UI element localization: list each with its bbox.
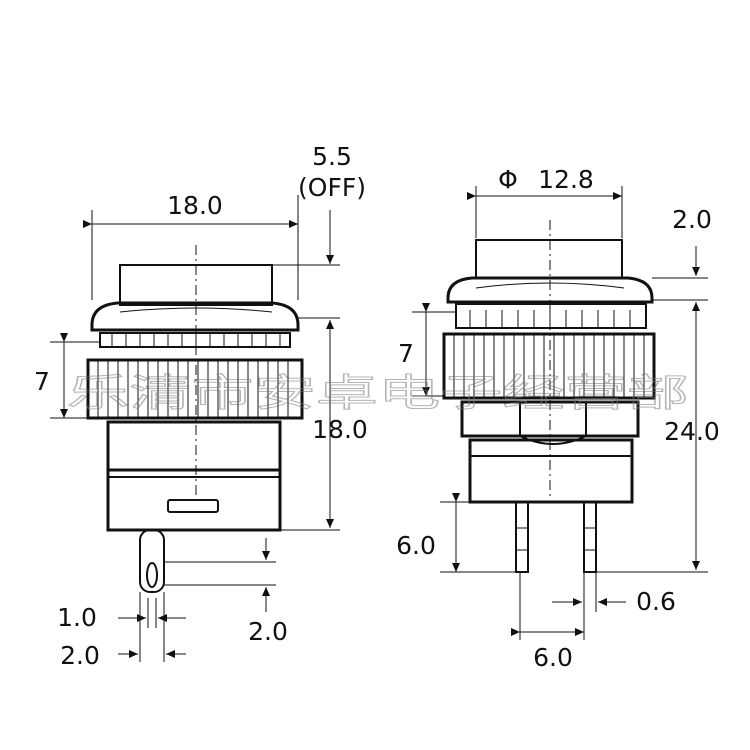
right-diameter-symbol: Φ — [498, 165, 518, 194]
right-pin-right — [583, 501, 597, 573]
left-slot — [167, 499, 219, 513]
right-pin-pitch-label: 6.0 — [533, 643, 573, 672]
right-cap — [475, 239, 623, 279]
right-hex-nut — [460, 400, 640, 438]
left-width-label: 18.0 — [167, 191, 223, 220]
right-pin-length-label: 6.0 — [396, 531, 436, 560]
left-side-view: 18.0 5.5 (OFF) 7 18.0 2.0 1.0 2.0 — [34, 142, 368, 670]
right-bezel — [446, 276, 654, 304]
left-knurled-nut — [86, 358, 304, 420]
right-knurl-height-label: 7 — [398, 339, 414, 368]
left-pin-width-label: 1.0 — [57, 603, 97, 632]
right-front-view: Φ 12.8 2.0 24.0 7 6.0 0.6 6.0 — [396, 165, 720, 672]
left-pin-spacing-label: 2.0 — [60, 641, 100, 670]
right-total-height-label: 24.0 — [664, 417, 720, 446]
watermark-text: 乐清市安卓电子经营部 — [67, 371, 689, 415]
left-body-height-label: 18.0 — [312, 415, 368, 444]
left-travel-state-label: (OFF) — [298, 173, 366, 202]
left-teeth — [99, 332, 291, 348]
right-pin-thickness-label: 0.6 — [636, 587, 676, 616]
left-pin — [139, 529, 165, 593]
right-teeth — [455, 303, 647, 329]
left-knurl-height-label: 7 — [34, 367, 50, 396]
right-pin-left — [515, 501, 529, 573]
right-base — [468, 438, 634, 504]
left-pin-offset-label: 2.0 — [248, 617, 288, 646]
left-bezel — [90, 301, 300, 332]
left-travel-label: 5.5 — [312, 142, 352, 171]
right-knurled-nut — [442, 332, 656, 400]
right-top-gap-label: 2.0 — [672, 205, 712, 234]
right-diameter-label: 12.8 — [538, 165, 594, 194]
